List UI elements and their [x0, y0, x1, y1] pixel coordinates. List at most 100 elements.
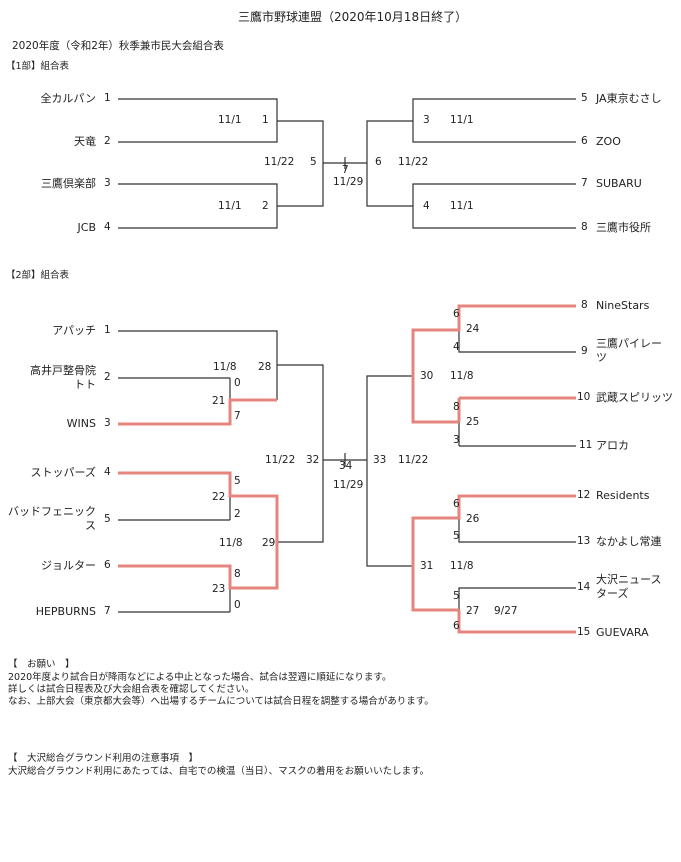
div2-game-27: 27: [466, 605, 480, 617]
div2-team-9-name: 三鷹パイレー: [596, 337, 662, 350]
div2-team-7-name: HEPBURNS: [35, 605, 96, 618]
div1-game-1: 1: [262, 114, 269, 126]
div1-game-3: 3: [423, 114, 430, 126]
div1-team-3-name: 三鷹倶楽部: [41, 177, 96, 190]
div1-game-2: 2: [262, 200, 269, 212]
div2-score-27b: 6: [453, 620, 460, 632]
div2-team-12-name: Residents: [596, 489, 650, 502]
div2-team-1-num: 1: [104, 324, 111, 336]
div2-team-2-name: 高井戸整骨院: [30, 364, 96, 377]
div2-team-14-name: 大沢ニュース: [596, 573, 662, 586]
div1-bracket-left: [118, 98, 367, 229]
div1-game-5: 5: [310, 156, 317, 168]
div2-team-4-num: 4: [104, 466, 111, 478]
div1-team-4-name: JCB: [77, 221, 96, 234]
div2-game-21: 21: [212, 395, 226, 407]
page-title: 三鷹市野球連盟（2020年10月18日終了）: [238, 10, 468, 24]
div2-score-27a: 5: [453, 590, 460, 602]
div2-team-7-num: 7: [104, 605, 111, 617]
div2-team-14-name-line2: ターズ: [596, 587, 629, 600]
div2-team-15-name: GUEVARA: [596, 626, 649, 639]
div2-game-32: 32: [306, 454, 320, 466]
div2-score-24a: 6: [453, 308, 460, 320]
div1-game-6: 6: [375, 156, 382, 168]
div2-game-24: 24: [466, 323, 480, 335]
div2-team-1-name: アパッチ: [52, 324, 96, 337]
div2-game-33-date: 11/22: [398, 454, 429, 466]
div2-score-26b: 5: [453, 530, 460, 542]
div2-final-date: 11/29: [333, 479, 364, 491]
div1-game-6-date: 11/22: [398, 156, 429, 168]
div2-score-22a: 5: [234, 475, 241, 487]
div2-team-5-name: バッドフェニック: [8, 505, 96, 518]
div2-bracket-right: [366, 306, 576, 610]
div2-team-10-name: 武蔵スピリッツ: [596, 391, 673, 404]
div1-team-6-num: 6: [581, 135, 588, 147]
notice-line-3: なお、上部大会（東京都大会等）へ出場するチームについては試合日程を調整する場合が…: [8, 696, 434, 707]
div2-score-25b: 3: [453, 434, 460, 446]
div2-team-12-num: 12: [577, 489, 591, 501]
div2-game-30: 30: [420, 370, 434, 382]
div2-team-3-name: WINS: [66, 417, 96, 430]
div1-game-2-date: 11/1: [218, 200, 242, 212]
div2-score-24b: 4: [453, 341, 460, 353]
div2-score-25a: 8: [453, 401, 460, 413]
div2-game-25: 25: [466, 416, 480, 428]
div2-label: 【2部】組合表: [6, 270, 70, 281]
div1-game-4: 4: [423, 200, 430, 212]
div2-team-15-num: 15: [577, 626, 591, 638]
div1-team-7-name: SUBARU: [596, 177, 642, 190]
div2-team-6-name: ジョルター: [41, 559, 96, 572]
div2-team-2-num: 2: [104, 371, 111, 383]
div1-game-5-date: 11/22: [264, 156, 295, 168]
div2-game-29: 29: [262, 537, 276, 549]
notice-heading: 【 お願い 】: [8, 659, 75, 670]
div2-team-5-name-line2: ス: [85, 519, 96, 532]
div1-team-5-num: 5: [581, 92, 588, 104]
div2-game-31: 31: [420, 560, 434, 572]
div2-game-30-date: 11/8: [450, 370, 474, 382]
div2-team-14-num: 14: [577, 581, 591, 593]
div1-team-7-num: 7: [581, 177, 588, 189]
div2-team-9-num: 9: [581, 345, 588, 357]
div2-winner-paths-left: [118, 398, 279, 590]
div2-score-21a: 0: [234, 377, 241, 389]
div2-winner-paths-right: [411, 304, 576, 634]
div1-team-1-name: 全カルパン: [40, 92, 96, 105]
div2-team-11-name: アロカ: [596, 439, 629, 452]
div2-game-33: 33: [373, 454, 387, 466]
div1-team-8-name: 三鷹市役所: [596, 221, 651, 234]
notice-line-2: 詳しくは試合日程表及び大会組合表を確認してください。: [8, 684, 255, 695]
div1-final-date: 11/29: [333, 176, 364, 188]
div2-game-28-date: 11/8: [213, 361, 237, 373]
div1-team-1-num: 1: [104, 92, 111, 104]
div2-game-27-date: 9/27: [494, 605, 518, 617]
div2-game-22: 22: [212, 491, 226, 503]
div2-team-10-num: 10: [577, 391, 591, 403]
div1-bracket-right: [366, 98, 576, 229]
div2-game-32-date: 11/22: [265, 454, 296, 466]
div2-score-23b: 0: [234, 599, 241, 611]
div2-team-8-name: NineStars: [596, 299, 650, 312]
div1-game-4-date: 11/1: [450, 200, 474, 212]
div2-score-23a: 8: [234, 568, 241, 580]
div2-team-6-num: 6: [104, 559, 111, 571]
ground-heading: 【 大沢総合グラウンド利用の注意事項 】: [8, 753, 199, 764]
div1-team-6-name: ZOO: [596, 135, 621, 148]
div1-label: 【1部】組合表: [6, 61, 70, 72]
div1-game-3-date: 11/1: [450, 114, 474, 126]
div2-final-game: 34: [339, 460, 353, 472]
div1-team-8-num: 8: [581, 221, 588, 233]
div1-game-1-date: 11/1: [218, 114, 242, 126]
div2-team-9-name-line2: ツ: [596, 351, 607, 364]
div1-final-game: 7: [342, 164, 349, 176]
div1-team-2-name: 天竜: [74, 135, 96, 148]
ground-line: 大沢総合グラウンド利用にあたっては、自宅での検温（当日）、マスクの着用をお願いい…: [8, 766, 430, 777]
div2-game-28: 28: [258, 361, 272, 373]
div2-team-8-num: 8: [581, 299, 588, 311]
div1-team-3-num: 3: [104, 177, 111, 189]
div2-team-5-num: 5: [104, 513, 111, 525]
div2-score-22b: 2: [234, 508, 241, 520]
notice-line-1: 2020年度より試合日が降雨などによる中止となった場合、試合は翌週に順延になりま…: [8, 672, 392, 683]
